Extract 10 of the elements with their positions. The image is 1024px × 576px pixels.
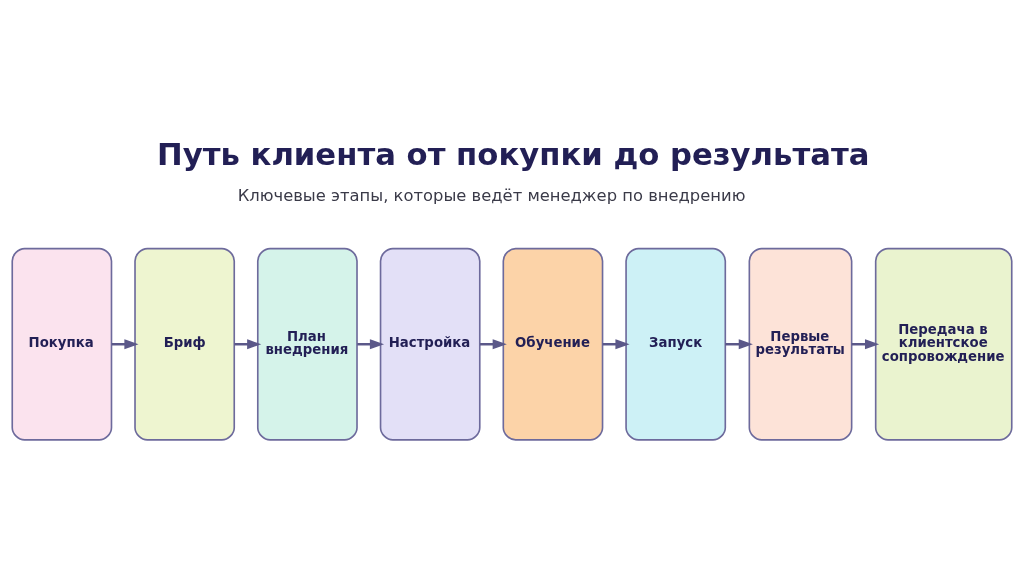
diagram-title: Путь клиента от покупки до результата: [157, 136, 870, 172]
label: Ключевые этапы, которые ведёт менеджер по внедрению: [237, 185, 746, 205]
node-box: План внедрения: [256, 247, 358, 441]
node-box: Первые результаты: [748, 247, 853, 441]
node-box: Бриф: [134, 247, 236, 441]
node-box: Запуск: [625, 247, 727, 441]
node-box: Обучение: [502, 247, 604, 441]
node-box: Покупка: [11, 247, 113, 441]
node-box: Передача в клиентское сопровождение: [874, 247, 1013, 441]
node-box: Настройка: [379, 247, 481, 441]
